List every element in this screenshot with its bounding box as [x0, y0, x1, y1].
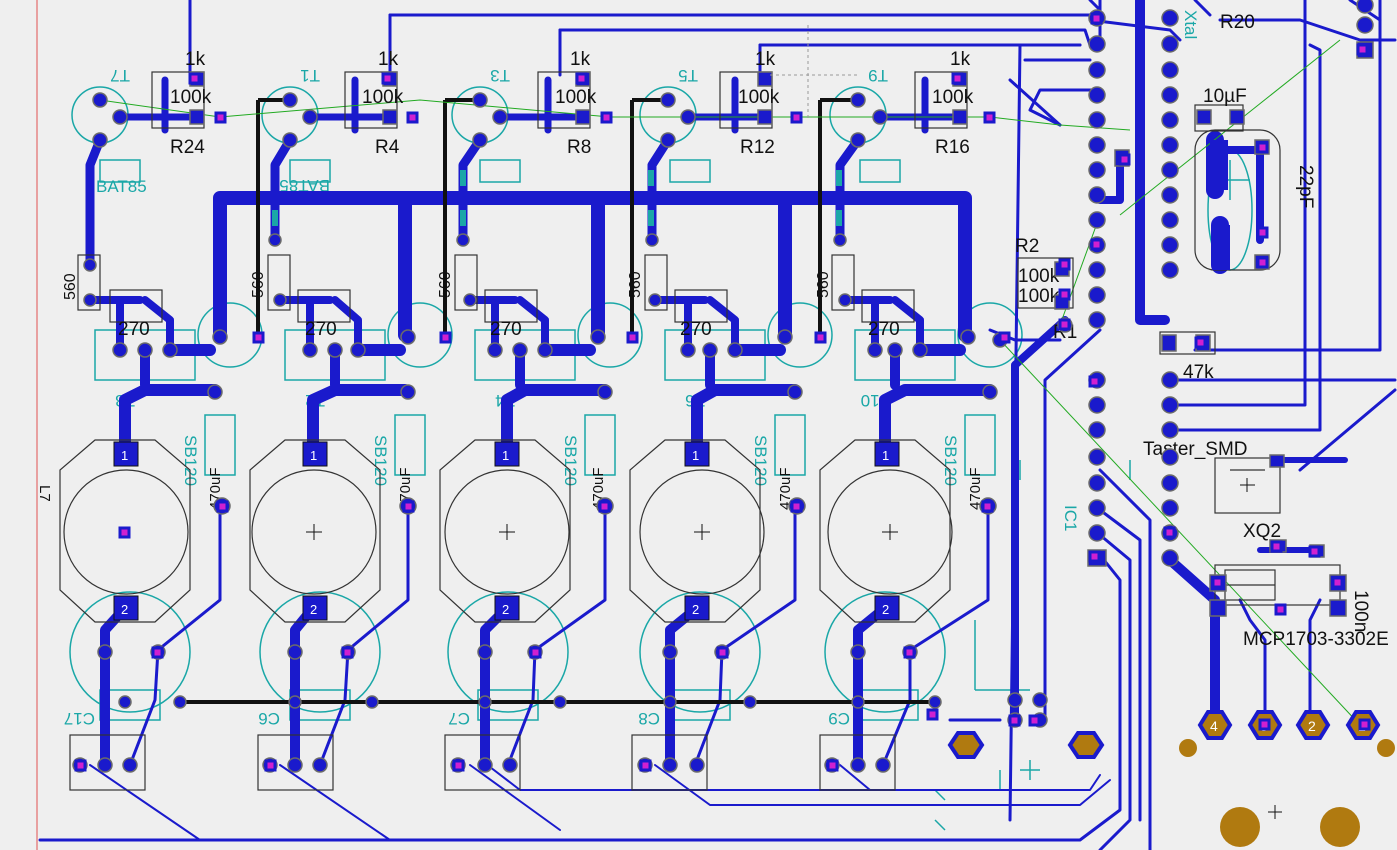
- label-sb120-4: SB120: [751, 435, 770, 486]
- label-c17: C17: [64, 709, 95, 728]
- label-xq2: XQ2: [1243, 521, 1281, 542]
- inductor-pads: [113, 441, 900, 621]
- pad-number: 1: [692, 448, 699, 463]
- inductor-pad-numbers: 1 1 1 1 1 2 2 2 2 2: [121, 448, 889, 617]
- connector-pin-4: 4: [1210, 718, 1218, 734]
- label-mcp: MCP1703-3302E: [1243, 629, 1389, 650]
- label-taster: Taster_SMD: [1143, 439, 1248, 460]
- pad-number: 2: [692, 602, 699, 617]
- label-270-e: 270: [868, 319, 900, 340]
- label-r24: R24: [170, 137, 205, 158]
- label-t1: T1: [300, 66, 320, 85]
- label-100n: 100n: [1350, 590, 1371, 632]
- label-270-d: 270: [680, 319, 712, 340]
- label-270-c: 270: [490, 319, 522, 340]
- label-r16: R16: [935, 137, 970, 158]
- top-silkscreen: [59, 71, 1341, 791]
- label-100k-c: 100k: [555, 87, 597, 108]
- label-c8: C8: [638, 709, 660, 728]
- label-1k-a: 1k: [185, 49, 206, 70]
- pad-number: 1: [882, 448, 889, 463]
- label-c7: C7: [448, 709, 470, 728]
- label-560-c: 560: [437, 271, 454, 298]
- label-1k-d: 1k: [755, 49, 776, 70]
- label-sb120-1: SB120: [181, 435, 200, 486]
- label-xtal: Xtal: [1181, 10, 1200, 39]
- vias: [74, 12, 1371, 772]
- top-copper-traces: [38, 0, 1397, 850]
- label-bat85b: BAT85: [279, 176, 330, 195]
- smd-components: [1210, 140, 1230, 270]
- label-100k-b: 100k: [362, 87, 404, 108]
- teal-markers: [272, 170, 842, 226]
- label-sb120-3: SB120: [561, 435, 580, 486]
- label-t9: T9: [868, 66, 888, 85]
- label-ic1: IC1: [1061, 505, 1080, 531]
- selection-outline: [770, 25, 860, 120]
- label-270-b: 270: [305, 319, 337, 340]
- pad-number: 1: [121, 448, 128, 463]
- label-1k-b: 1k: [378, 49, 399, 70]
- label-t7: T7: [110, 66, 130, 85]
- label-sb120-5: SB120: [941, 435, 960, 486]
- pad-number: 1: [502, 448, 509, 463]
- label-c9: C9: [828, 709, 850, 728]
- label-r8: R8: [567, 137, 591, 158]
- label-r12: R12: [740, 137, 775, 158]
- label-sb120-2: SB120: [371, 435, 390, 486]
- label-560-a: 560: [62, 273, 79, 300]
- label-560-e: 560: [815, 271, 832, 298]
- label-1k-e: 1k: [950, 49, 971, 70]
- connector-pin-2: 2: [1308, 718, 1316, 734]
- label-47k: 47k: [1183, 362, 1214, 383]
- pad-number: 2: [502, 602, 509, 617]
- label-10uf: 10µF: [1203, 86, 1247, 107]
- pad-number: 1: [310, 448, 317, 463]
- label-100k-e: 100k: [932, 87, 974, 108]
- label-560-d: 560: [627, 271, 644, 298]
- top-silkscreen-labels: 1k 1k 1k 1k 1k 100k 100k 100k 100k 100k …: [36, 12, 1389, 650]
- label-1k-c: 1k: [570, 49, 591, 70]
- label-100k-r2: 100k: [1018, 266, 1060, 287]
- label-c6: C6: [258, 709, 280, 728]
- label-t3: T3: [490, 66, 510, 85]
- crosshairs: [306, 478, 1282, 819]
- label-470uf-d: 470uF: [777, 467, 794, 510]
- pad-number: 2: [121, 602, 128, 617]
- label-560-b: 560: [250, 271, 267, 298]
- label-r2: R2: [1015, 236, 1039, 257]
- label-22pf: 22pF: [1295, 165, 1316, 208]
- label-bat85: BAT85: [96, 177, 147, 196]
- pad-number: 2: [310, 602, 317, 617]
- label-270-a: 270: [118, 319, 150, 340]
- label-100k-d: 100k: [738, 87, 780, 108]
- label-470uf-e: 470uF: [967, 467, 984, 510]
- label-l7: L7: [36, 485, 53, 502]
- mounting-holes: [1179, 739, 1395, 847]
- label-100k-r1: 100k: [1018, 286, 1060, 307]
- label-100k-a: 100k: [170, 87, 212, 108]
- pad-number: 2: [882, 602, 889, 617]
- label-r20: R20: [1220, 12, 1255, 33]
- ic-dip-pads: [1088, 0, 1374, 567]
- label-r4: R4: [375, 137, 400, 158]
- label-t5: T5: [678, 66, 698, 85]
